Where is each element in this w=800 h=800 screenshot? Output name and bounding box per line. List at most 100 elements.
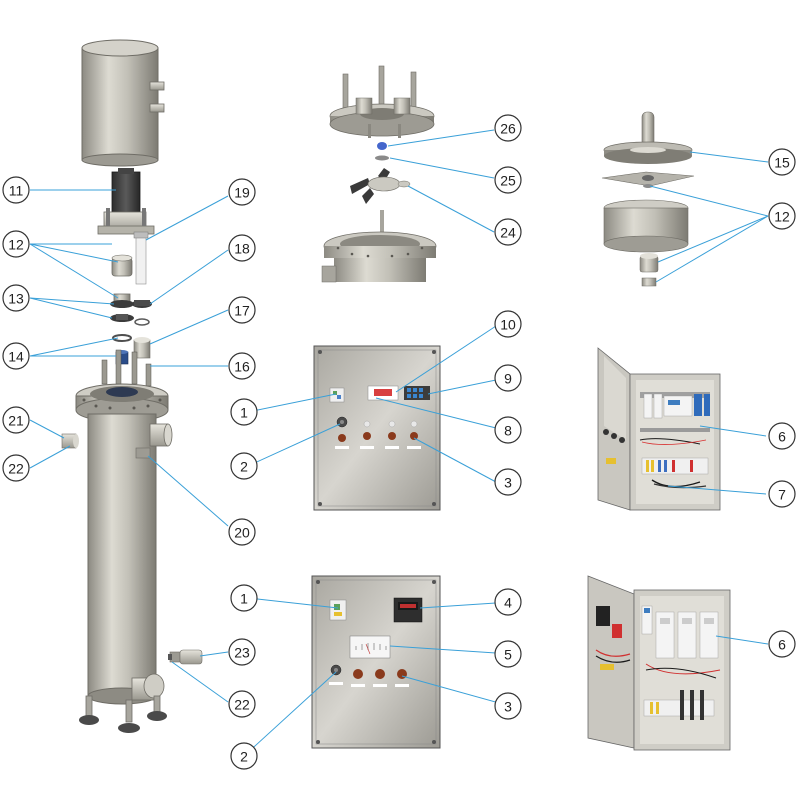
callout-number: 14 [8, 349, 24, 365]
flange-detail [321, 65, 437, 283]
callout-number: 6 [778, 429, 786, 445]
vent-fitting [168, 649, 203, 665]
callout-c23: 23 [228, 638, 256, 666]
callout-number: 9 [504, 371, 512, 387]
callout-circle [494, 416, 522, 444]
callout-number: 2 [240, 459, 248, 475]
callout-circle [228, 518, 256, 546]
callout-c1b: 1 [230, 584, 258, 612]
callout-c12b: 12 [768, 202, 796, 230]
callout-c1a: 1 [230, 398, 258, 426]
callout-circle [230, 742, 258, 770]
callout-c18: 18 [228, 234, 256, 262]
callout-number: 10 [500, 317, 516, 333]
callout-number: 25 [500, 173, 516, 189]
callout-circle [230, 452, 258, 480]
top-cover [81, 39, 165, 167]
callout-c8: 8 [494, 416, 522, 444]
callout-circle [494, 640, 522, 668]
callout-circle [494, 588, 522, 616]
lamp-ballast-housing [97, 168, 155, 235]
callout-number: 6 [778, 637, 786, 653]
callout-c12a: 12 [2, 230, 30, 258]
callout-number: 26 [500, 121, 516, 137]
callout-number: 22 [8, 461, 24, 477]
callout-number: 20 [234, 525, 250, 541]
callout-number: 24 [500, 225, 516, 241]
callout-c26: 26 [494, 114, 522, 142]
callout-c7: 7 [768, 480, 796, 508]
callout-circle [230, 584, 258, 612]
callout-circle [494, 218, 522, 246]
callout-number: 15 [774, 155, 790, 171]
callout-circle [228, 296, 256, 324]
callout-c11a: 11 [2, 176, 30, 204]
callout-circle [2, 176, 30, 204]
callout-circle [494, 310, 522, 338]
callout-number: 12 [774, 209, 790, 225]
lamp-seal-parts [110, 254, 134, 365]
callout-c19: 19 [228, 178, 256, 206]
callout-c14: 14 [2, 342, 30, 370]
callout-c13: 13 [2, 284, 30, 312]
control-panel-front-2 [311, 575, 441, 749]
callout-c9: 9 [494, 364, 522, 392]
callout-c6b: 6 [768, 630, 796, 658]
callout-c4: 4 [494, 588, 522, 616]
callout-c24: 24 [494, 218, 522, 246]
callout-circle [494, 364, 522, 392]
callout-circle [768, 630, 796, 658]
open-cabinet-2 [587, 575, 731, 751]
reactor-vessel [75, 349, 173, 733]
callout-circle [494, 468, 522, 496]
callout-circle [2, 284, 30, 312]
leader-lines [29, 129, 769, 757]
callout-c25: 25 [494, 166, 522, 194]
callout-number: 1 [240, 405, 248, 421]
callout-circle [228, 234, 256, 262]
reactor-assembly [61, 39, 203, 733]
control-panel-front-1 [313, 345, 441, 511]
drain-fitting [61, 433, 79, 449]
callout-circle [228, 352, 256, 380]
callout-circle [494, 692, 522, 720]
callout-number: 19 [234, 185, 250, 201]
callout-number: 3 [504, 699, 512, 715]
callout-circle [768, 480, 796, 508]
callout-c3b: 3 [494, 692, 522, 720]
callout-c21: 21 [2, 406, 30, 434]
callout-number: 21 [8, 413, 24, 429]
callout-circle [2, 342, 30, 370]
callout-c16: 16 [228, 352, 256, 380]
callout-c20: 20 [228, 518, 256, 546]
callout-c2b: 2 [230, 742, 258, 770]
callout-c3a: 3 [494, 468, 522, 496]
callout-circle [2, 230, 30, 258]
uv-lamp-and-sleeve [132, 231, 152, 359]
callout-c2a: 2 [230, 452, 258, 480]
callout-c6a: 6 [768, 422, 796, 450]
callout-number: 2 [240, 749, 248, 765]
open-cabinet-1 [597, 347, 721, 511]
callout-c15: 15 [768, 148, 796, 176]
callout-circle [494, 166, 522, 194]
callout-c17: 17 [228, 296, 256, 324]
callout-circle [228, 178, 256, 206]
callout-number: 3 [504, 475, 512, 491]
callout-number: 12 [8, 237, 24, 253]
callout-number: 23 [234, 645, 250, 661]
callout-circle [494, 114, 522, 142]
callout-circle [768, 148, 796, 176]
callout-number: 4 [504, 595, 512, 611]
callout-number: 7 [778, 487, 786, 503]
callout-c22b: 22 [228, 690, 256, 718]
callout-number: 1 [240, 591, 248, 607]
callout-number: 13 [8, 291, 24, 307]
callout-circle [768, 422, 796, 450]
callout-circle [2, 454, 30, 482]
callout-number: 8 [504, 423, 512, 439]
callout-number: 17 [234, 303, 250, 319]
callout-number: 11 [9, 183, 24, 199]
callout-circle [228, 690, 256, 718]
callout-layer: 1112131421221918171620232226252415121098… [2, 114, 796, 770]
